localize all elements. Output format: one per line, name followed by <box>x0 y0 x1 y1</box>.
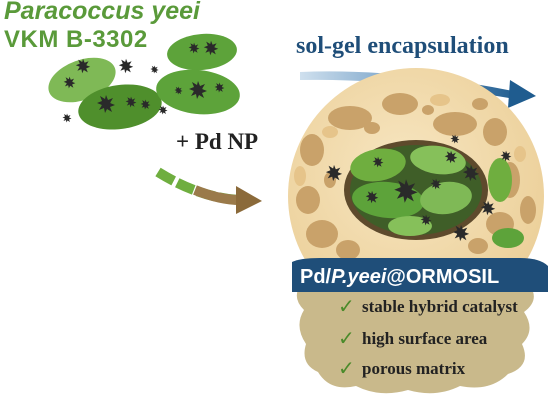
sphere-pores-light <box>294 94 526 186</box>
encapsulated-cell <box>492 228 524 248</box>
sphere-pores <box>296 93 536 260</box>
bacterium-cell <box>167 33 237 71</box>
process-label: sol-gel encapsulation <box>296 33 509 59</box>
pd-nanoparticle <box>150 65 159 74</box>
pd-nanoparticle <box>62 113 72 123</box>
encapsulation-arrow <box>300 71 536 108</box>
encapsulated-cell <box>420 181 472 215</box>
pd-np-label: + Pd NP <box>176 129 259 154</box>
mixing-arrow <box>155 167 262 214</box>
product-banner <box>292 258 548 292</box>
product-prefix: Pd/ <box>300 266 332 288</box>
encapsulated-cell <box>488 158 512 202</box>
feature-item: porous matrix <box>362 359 466 378</box>
encapsulated-cell <box>388 216 432 236</box>
strain-id: VKM B-3302 <box>4 26 148 53</box>
feature-item: stable hybrid catalyst <box>362 297 518 316</box>
feature-cloud <box>296 286 534 394</box>
bacterium-cell <box>78 84 162 130</box>
check-icon: ✓ <box>338 326 355 350</box>
check-icon: ✓ <box>338 294 355 318</box>
check-icon: ✓ <box>338 356 355 380</box>
product-italic: P.yeei <box>331 266 387 288</box>
product-suffix: @ORMOSIL <box>386 266 500 288</box>
product-name: Pd/P.yeei@ORMOSIL <box>300 266 550 289</box>
free-bacteria-group <box>48 33 240 130</box>
encapsulated-cell <box>410 145 466 175</box>
species-name: Paracoccus yeei <box>4 0 200 25</box>
pd-nanoparticle <box>118 58 134 74</box>
feature-item: high surface area <box>362 329 488 348</box>
